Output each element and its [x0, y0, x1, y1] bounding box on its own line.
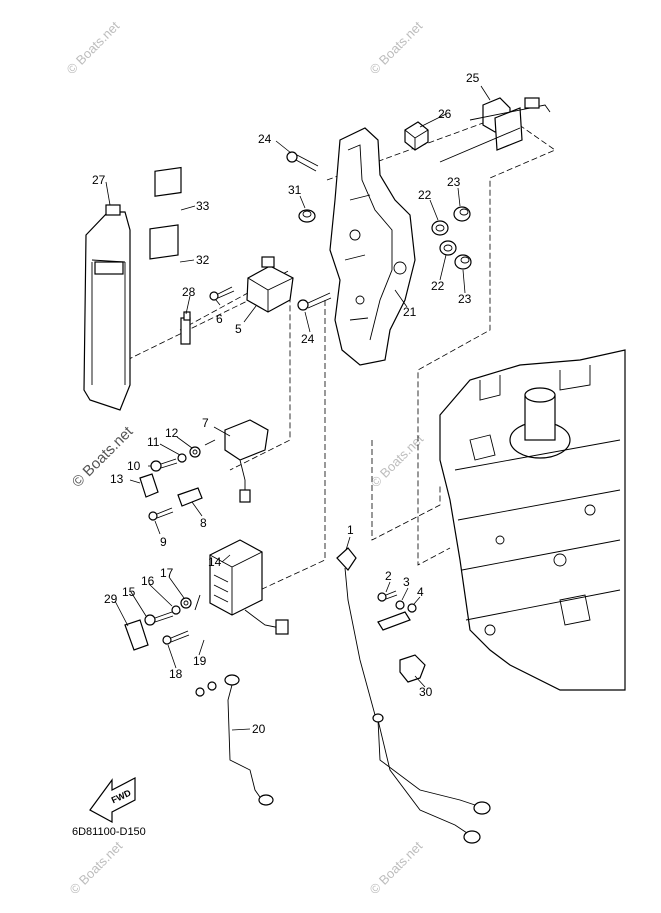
part-18-bolt [162, 630, 190, 645]
part-4-nut [407, 603, 417, 613]
part-14-rectifier [194, 539, 289, 635]
watermark-left: © Boats.net [69, 423, 137, 491]
diagram-code: 6D81100-D150 [72, 826, 146, 838]
part-31-grommet [298, 209, 316, 223]
part-25-harness [439, 97, 551, 163]
callout-8: 8 [200, 516, 207, 530]
part-1-battery-lead [336, 547, 491, 844]
callout-22-upper: 22 [418, 188, 432, 202]
callout-31: 31 [288, 183, 302, 197]
watermark-top-left: © Boats.net [64, 18, 123, 77]
part-plate [377, 611, 411, 631]
callouts: 1 2 3 4 5 6 7 8 9 10 11 12 13 14 15 16 1… [92, 71, 480, 736]
callout-11: 11 [147, 435, 160, 449]
callout-15: 15 [122, 585, 136, 599]
callout-30: 30 [419, 685, 433, 699]
callout-2: 2 [385, 569, 392, 583]
part-33-sticker [154, 166, 182, 197]
part-22-collar-lower [439, 240, 457, 256]
part-24-bolt-top [286, 151, 319, 172]
callout-20: 20 [252, 722, 266, 736]
callout-24-upper: 24 [258, 132, 272, 146]
part-29-cap [124, 619, 149, 651]
part-28-clip [180, 311, 191, 345]
callout-32: 32 [196, 253, 210, 267]
part-10-bolt [150, 458, 178, 472]
callout-10: 10 [127, 459, 141, 473]
callout-23-lower: 23 [458, 292, 472, 306]
part-24-bolt-lower [297, 292, 332, 311]
part-32-sticker [149, 224, 179, 260]
watermark-top-right: © Boats.net [367, 18, 426, 77]
part-27-cover [83, 204, 131, 411]
callout-6: 6 [216, 312, 223, 326]
callout-1: 1 [347, 523, 354, 537]
callout-5: 5 [235, 322, 242, 336]
part-23-bushing-lower [454, 254, 472, 270]
part-17-washer [180, 597, 192, 609]
callout-18: 18 [169, 667, 183, 681]
callout-23-upper: 23 [447, 175, 461, 189]
callout-16: 16 [141, 574, 155, 588]
part-5-module [246, 256, 294, 313]
callout-28: 28 [182, 285, 196, 299]
part-3-washer [395, 600, 405, 610]
engine-block [439, 349, 626, 691]
part-12-washer [189, 446, 201, 458]
callout-19: 19 [193, 654, 207, 668]
part-23-bushing-upper [453, 206, 471, 222]
part-21-bracket [329, 127, 416, 366]
callout-29: 29 [104, 592, 118, 606]
part-26-plug [404, 121, 429, 151]
callout-25: 25 [466, 71, 480, 85]
part-11-washer [177, 453, 187, 463]
part-8-clamp [177, 487, 203, 507]
callout-4: 4 [417, 585, 424, 599]
callout-7: 7 [202, 416, 209, 430]
callout-22-lower: 22 [431, 279, 445, 293]
callout-17: 17 [160, 566, 174, 580]
part-19-nuts [195, 681, 217, 697]
part-22-collar-upper [431, 220, 449, 236]
callout-3: 3 [403, 575, 410, 589]
callout-21: 21 [403, 305, 417, 319]
callout-13: 13 [110, 472, 124, 486]
part-2-bolt [377, 590, 398, 602]
callout-33: 33 [196, 199, 210, 213]
callout-9: 9 [160, 535, 167, 549]
part-9-screw [148, 507, 174, 521]
part-20-ground-lead [224, 674, 274, 806]
watermark-bottom-right: © Boats.net [367, 838, 426, 897]
leader-lines [105, 85, 491, 731]
fwd-arrow: FWD [89, 777, 136, 824]
part-6-bolt [209, 286, 235, 301]
watermark-bottom-left: © Boats.net [67, 838, 126, 897]
callout-26: 26 [438, 107, 452, 121]
callout-14: 14 [208, 555, 222, 569]
callout-27: 27 [92, 173, 106, 187]
callout-24-lower: 24 [301, 332, 315, 346]
part-15-bolt [144, 611, 174, 626]
part-30-clamp [399, 654, 426, 683]
callout-12: 12 [165, 426, 179, 440]
part-7-coil [204, 419, 269, 503]
part-13-cap [139, 473, 159, 498]
part-16-washer [171, 605, 181, 615]
